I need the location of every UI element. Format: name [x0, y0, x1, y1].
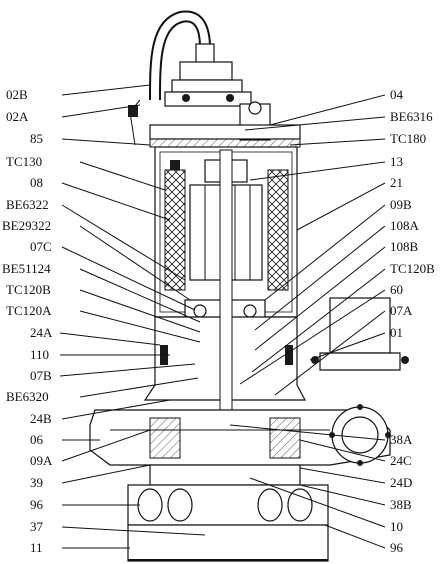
label-108A: 108A — [390, 218, 420, 233]
labels-right: 04 BE6316 TC180 13 21 09B 108A 108B TC12… — [390, 87, 435, 555]
label-TC130: TC130 — [6, 154, 42, 169]
leader-lines-left — [59, 84, 206, 549]
label-02B: 02B — [6, 87, 28, 102]
label-02A: 02A — [6, 109, 29, 124]
label-BE51124: BE51124 — [2, 261, 51, 276]
labels-left: 02B 02A 85 TC130 08 BE6322 BE29322 07C B… — [2, 87, 53, 555]
label-07B: 07B — [30, 368, 52, 383]
label-BE6320: BE6320 — [6, 389, 49, 404]
label-38A: 38A — [390, 432, 413, 447]
label-04: 04 — [390, 87, 404, 102]
label-21: 21 — [390, 175, 403, 190]
label-TC120A: TC120A — [6, 303, 52, 318]
label-38B: 38B — [390, 497, 412, 512]
power-cable — [128, 10, 215, 146]
pump-casing — [89, 409, 391, 466]
label-TC180: TC180 — [390, 131, 426, 146]
strainer-stand — [127, 484, 329, 562]
label-110: 110 — [30, 347, 49, 362]
label-11: 11 — [30, 540, 43, 555]
label-06: 06 — [30, 432, 44, 447]
label-BE6322: BE6322 — [6, 197, 49, 212]
label-01: 01 — [390, 325, 403, 340]
label-10: 10 — [390, 519, 403, 534]
label-108B: 108B — [390, 239, 419, 254]
label-13: 13 — [390, 154, 403, 169]
label-08: 08 — [30, 175, 43, 190]
label-96-left: 96 — [30, 497, 44, 512]
label-85: 85 — [30, 131, 43, 146]
label-24D: 24D — [390, 475, 412, 490]
label-09A: 09A — [30, 453, 53, 468]
label-60: 60 — [390, 282, 403, 297]
label-BE6316: BE6316 — [390, 109, 433, 124]
label-24C: 24C — [390, 453, 412, 468]
label-24B: 24B — [30, 411, 52, 426]
label-07A: 07A — [390, 303, 413, 318]
label-09B: 09B — [390, 197, 412, 212]
label-24A: 24A — [30, 325, 53, 340]
label-39: 39 — [30, 475, 43, 490]
label-07C: 07C — [30, 239, 52, 254]
discharge-elbow — [311, 297, 409, 466]
label-BE29322: BE29322 — [2, 218, 51, 233]
top-cover — [149, 61, 301, 148]
label-TC120B-right: TC120B — [390, 261, 435, 276]
label-96-right: 96 — [390, 540, 404, 555]
leader-lines-right — [229, 94, 386, 549]
label-37: 37 — [30, 519, 44, 534]
label-TC120B-left: TC120B — [6, 282, 51, 297]
